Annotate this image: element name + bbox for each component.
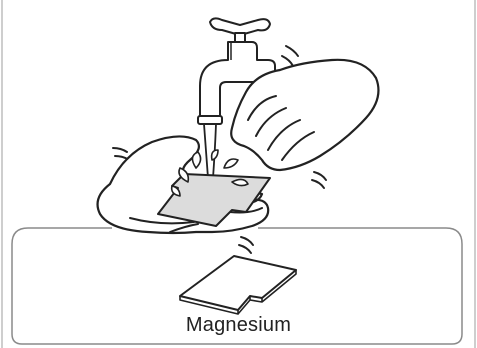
caption-label: Magnesium (0, 314, 477, 337)
magnesium-plate-icon (180, 256, 296, 310)
